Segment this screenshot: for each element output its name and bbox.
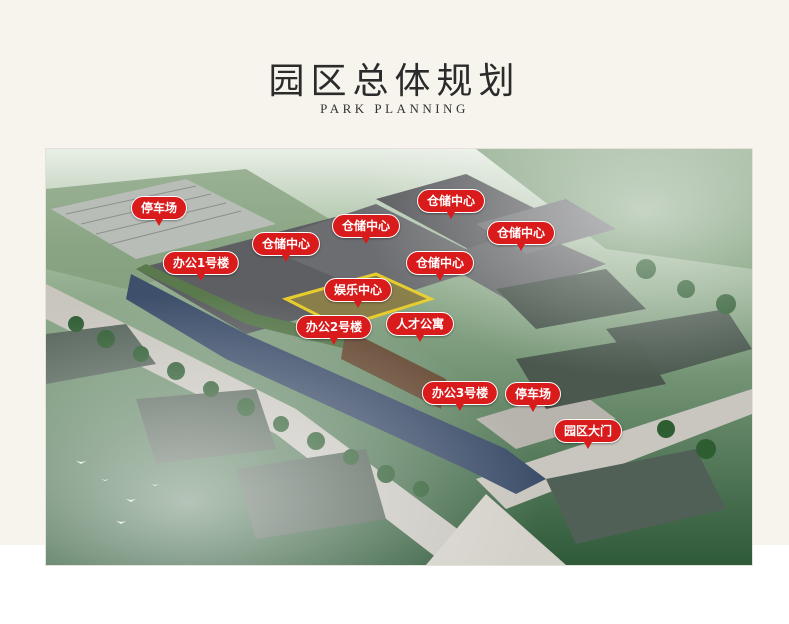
aerial-rendering bbox=[46, 149, 752, 565]
label-office-1: 办公1号楼 bbox=[162, 251, 240, 281]
park-aerial-image: 停车场 仓储中心 仓储中心 仓储中心 仓储中心 仓储中心 办公1号楼 娱乐中心 … bbox=[46, 149, 752, 565]
label-warehouse-5: 仓储中心 bbox=[405, 251, 475, 281]
label-warehouse-2: 仓储中心 bbox=[331, 214, 401, 244]
label-park-gate: 园区大门 bbox=[553, 419, 623, 449]
label-office-2: 办公2号楼 bbox=[295, 315, 373, 345]
page-subtitle: PARK PLANNING bbox=[320, 101, 469, 116]
label-entertainment: 娱乐中心 bbox=[323, 278, 393, 308]
label-office-3: 办公3号楼 bbox=[421, 381, 499, 411]
label-parking-top: 停车场 bbox=[130, 196, 188, 226]
label-warehouse-3: 仓储中心 bbox=[486, 221, 556, 251]
page-title: 园区总体规划 bbox=[268, 61, 521, 102]
label-parking-bottom: 停车场 bbox=[504, 382, 562, 412]
label-warehouse-1: 仓储中心 bbox=[416, 189, 486, 219]
label-apartment: 人才公寓 bbox=[385, 312, 455, 342]
label-warehouse-4: 仓储中心 bbox=[251, 232, 321, 262]
